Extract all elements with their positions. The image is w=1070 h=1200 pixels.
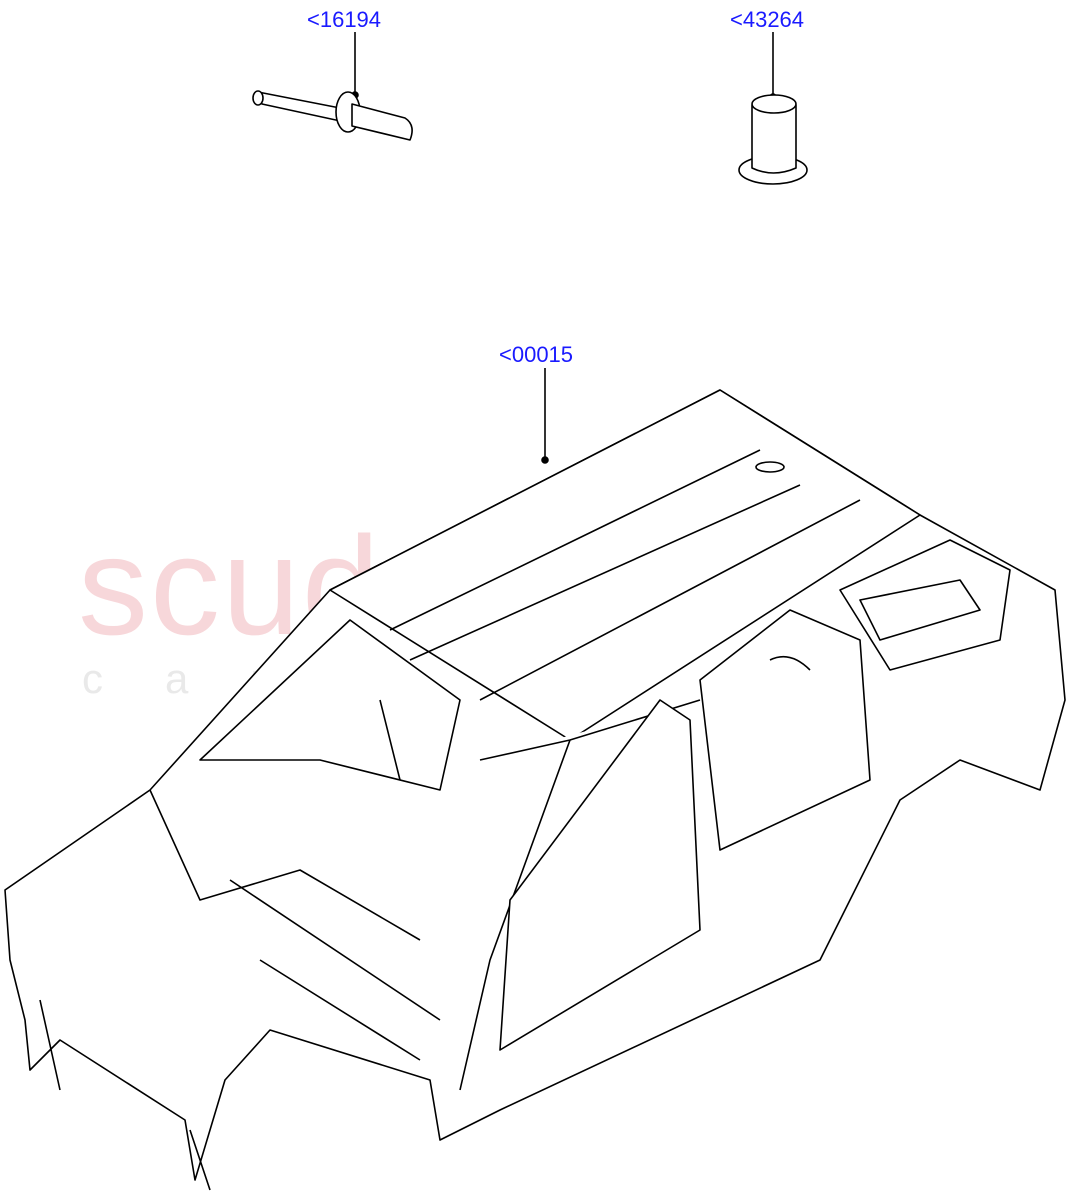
rivet-nut-part-drawing — [738, 94, 808, 185]
callout-16194[interactable]: <16194 — [307, 7, 382, 32]
callout-43264[interactable]: <43264 — [730, 7, 805, 32]
rivet-part-drawing — [252, 90, 413, 141]
body-shell-drawing — [4, 389, 1066, 1191]
callout-00015[interactable]: <00015 — [499, 342, 574, 367]
